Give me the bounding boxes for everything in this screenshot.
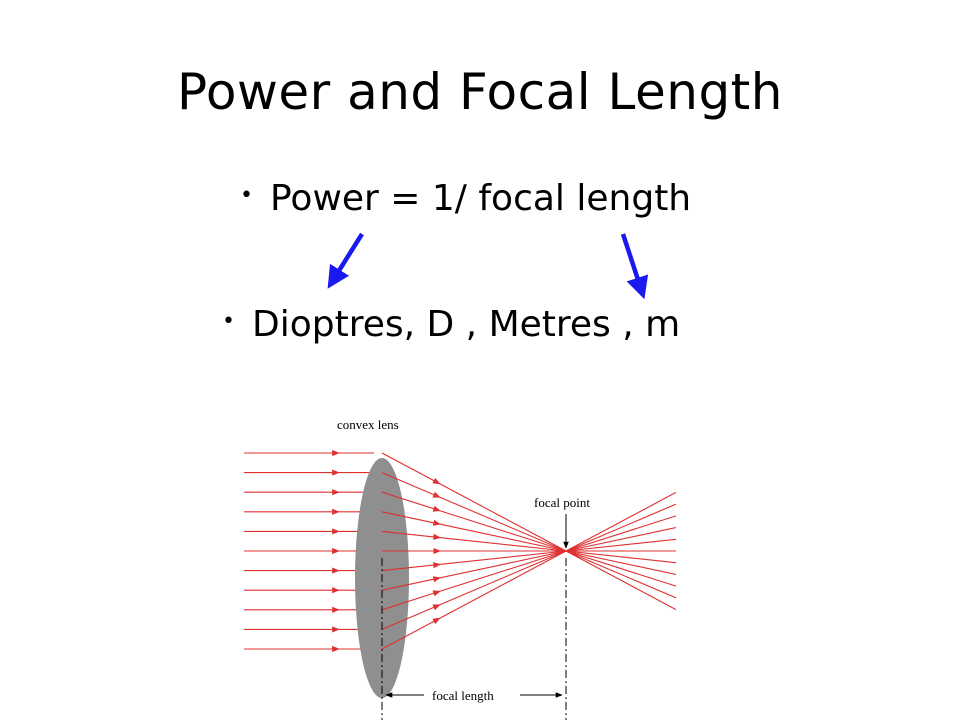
refracted-ray [381,472,567,552]
refracted-ray [381,550,567,591]
diverging-ray [565,550,677,575]
slide-title: Power and Focal Length [177,63,783,121]
diverging-ray [565,491,677,552]
bullet-text-power: Power = 1/ focal length [270,178,692,219]
diverging-ray [565,550,677,611]
focal-length-label: focal length [432,688,494,703]
refracted-ray [381,491,567,552]
refracted-rays [381,452,677,650]
bullet-dot: • [222,309,235,334]
arrow-to-dioptres [327,232,364,289]
focal-length-label-bg [424,686,520,704]
refracted-ray [381,511,567,552]
refracted-ray [381,550,567,650]
refracted-ray [381,530,567,552]
diverging-ray [565,550,677,599]
arrow-to-metres [620,233,649,300]
refracted-ray [381,452,567,552]
refracted-ray [381,550,567,630]
diverging-ray [565,538,677,552]
bullet-text-units: Dioptres, D , Metres , m [252,304,681,345]
refracted-ray [381,550,567,611]
focal-point-label: focal point [534,495,590,510]
bullet-units: • Dioptres, D , Metres , m [222,301,680,350]
diverging-ray [565,503,677,552]
bullet-dot: • [240,183,253,208]
diverging-ray [565,550,677,587]
diverging-ray [565,550,677,564]
incoming-rays [244,449,374,653]
diverging-ray [565,515,677,552]
refracted-ray [381,550,567,572]
bullet-power-formula: • Power = 1/ focal length [240,175,691,224]
lens-diagram: convex lens focal point focal length [244,408,677,720]
lens-label: convex lens [337,417,399,432]
diverging-ray [565,527,677,552]
lens-diagram-svg: convex lens focal point focal length [244,417,677,720]
